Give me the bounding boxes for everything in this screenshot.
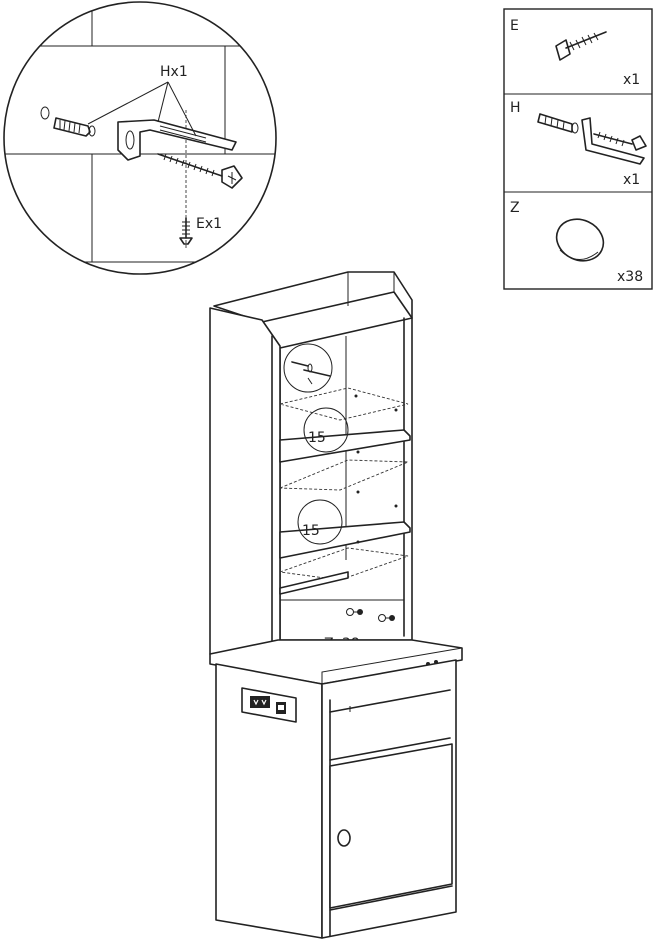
hutch-shelf-1 [279, 429, 411, 463]
cover-cap-markers [346, 608, 395, 622]
legend-letter-e: E [510, 18, 519, 34]
legend-count-z: x38 [617, 269, 643, 285]
screw-label: Ex1 [196, 216, 222, 232]
legend-letter-z: Z [510, 200, 520, 216]
hutch-bottom-rail [279, 571, 349, 595]
bracket-position-marker [283, 343, 333, 393]
hutch-shelf-2 [279, 521, 411, 559]
anti-tip-bracket-kit-icon [537, 113, 647, 165]
cover-cap-icon [555, 218, 605, 262]
base-cabinet-door [329, 743, 453, 909]
legend-count-h: x1 [623, 172, 640, 188]
shelf-pin-callout-1: 15 [303, 407, 349, 453]
legend-count-e: x1 [623, 72, 640, 88]
power-outlet-plate [241, 687, 297, 723]
shelf-pin-callout-2: 15 [297, 499, 343, 545]
drill-hole-icon [40, 106, 50, 120]
hutch-left-side-panel [209, 307, 281, 669]
bracket-label: Hx1 [160, 64, 188, 80]
shelf-pin-count-2: 15 [302, 523, 320, 539]
small-screw-icon [179, 217, 193, 245]
door-knob-icon [337, 829, 351, 847]
wood-screw-detail-icon [157, 153, 243, 189]
wall-plug-icon [53, 117, 96, 137]
parts-legend: E x1 H x1 Z x38 [503, 8, 653, 290]
shelf-pin-count-1: 15 [308, 430, 326, 446]
wood-screw-icon [555, 31, 607, 61]
wall-anchor-detail-callout: Hx1 Ex1 [3, 1, 277, 275]
l-bracket-icon [117, 119, 237, 161]
legend-letter-h: H [510, 100, 521, 116]
